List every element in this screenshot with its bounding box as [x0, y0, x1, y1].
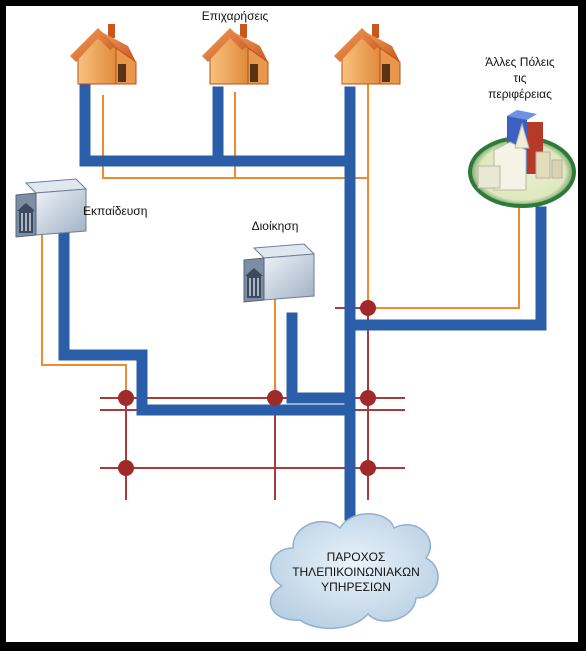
- city-icon: [468, 110, 576, 208]
- house-icon: [70, 24, 137, 85]
- backbone-house-row: [79, 84, 356, 167]
- house-icon: [202, 24, 269, 85]
- backbone-administration: [286, 312, 356, 404]
- fiber-city: [368, 200, 520, 309]
- provider-label-line1: ΠΑΡΟΧΟΣ: [327, 550, 386, 564]
- backbone-education: [58, 232, 356, 416]
- administration-label: Διοίκηση: [252, 219, 299, 233]
- house-icon: [334, 24, 401, 85]
- other-cities-label-line1: Άλλες Πόλεις: [485, 55, 555, 69]
- backbone-city: [344, 206, 547, 331]
- other-cities-label-line3: περιφέρειας: [488, 87, 552, 101]
- grid-nodes: [118, 300, 376, 476]
- fiber-lines: [41, 82, 520, 398]
- node: [360, 300, 376, 316]
- businesses-label: Επιχαρήσεις: [202, 9, 269, 23]
- education-label: Εκπαίδευση: [83, 204, 147, 218]
- cloud-icon: [269, 513, 439, 630]
- node: [267, 390, 283, 406]
- node: [118, 390, 134, 406]
- server-icon: [15, 178, 88, 238]
- node: [118, 460, 134, 476]
- provider-label-line2: ΤΗΛΕΠΙΚΟΙΝΩΝΙΑΚΩΝ: [292, 565, 420, 579]
- fiber-education: [41, 232, 127, 398]
- other-cities-label-line2: τις: [513, 71, 526, 85]
- server-icon: [243, 243, 316, 303]
- fiber-house1: [102, 95, 368, 179]
- node: [360, 460, 376, 476]
- backbone-lines: [58, 84, 547, 521]
- node: [360, 390, 376, 406]
- provider-label-line3: ΥΠΗΡΕΣΙΩΝ: [321, 580, 391, 594]
